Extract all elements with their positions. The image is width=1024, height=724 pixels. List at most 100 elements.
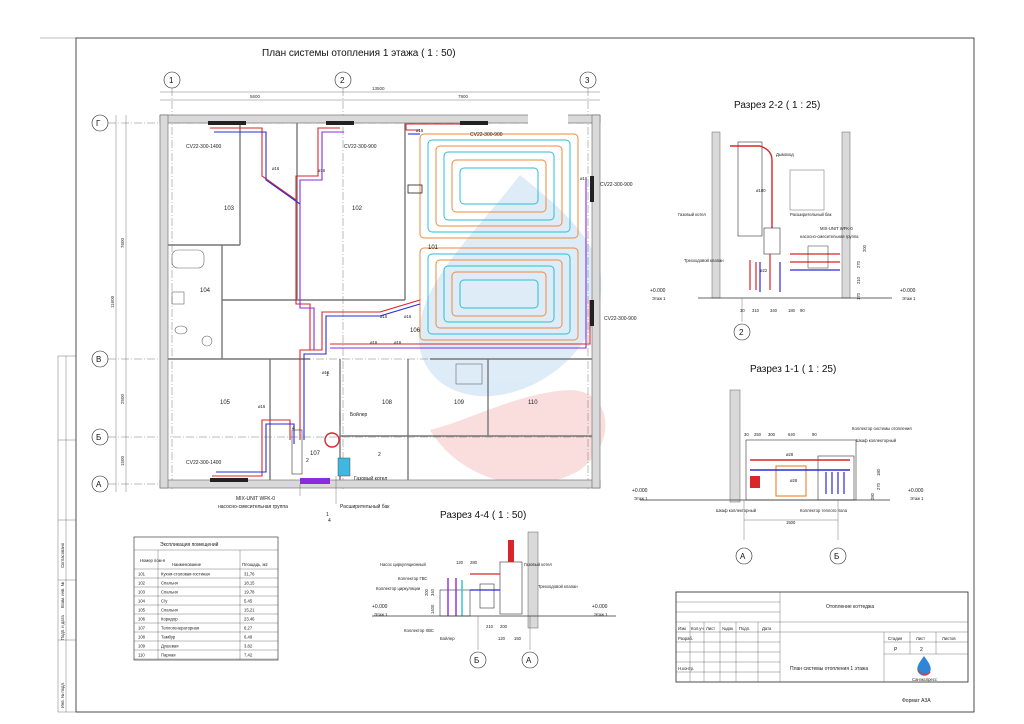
sec2-three-way: Трехходовой клапан — [684, 258, 724, 263]
pipe-label: ø16 — [404, 314, 412, 319]
stamp-developer: Разраб. — [678, 636, 693, 641]
sec1-axis-b: Б — [834, 552, 839, 561]
sec4-top-dim: 280 — [470, 560, 478, 565]
stamp-doc-name: Отопление коттеджа — [826, 604, 874, 610]
sec4-axis-a: А — [526, 656, 532, 665]
room-106: 106 — [410, 328, 421, 334]
table-cell-name: Теплогенераторная — [161, 626, 199, 631]
table-cell-num: 106 — [138, 617, 146, 622]
sec4-level-right: +0.000 — [592, 604, 608, 610]
strip-agreed: Согласовано — [60, 542, 65, 568]
sec4-level-left: +0.000 — [372, 604, 388, 610]
room-101: 101 — [428, 245, 439, 251]
sec4-bot-dim: 200 — [500, 624, 508, 629]
pipe-label: ø16 — [258, 404, 266, 409]
sec2-pipe: ø22 — [760, 268, 768, 273]
table-cell-num: 102 — [138, 581, 146, 586]
strip-sign-date: Подп. и дата — [60, 615, 65, 640]
stamp-h-list: Лист — [706, 626, 715, 631]
sec4-gas-boiler: Газовый котел — [524, 562, 552, 567]
table-cell-name: Коридор — [161, 617, 178, 622]
section-4-title: Разрез 4-4 ( 1 : 50) — [440, 510, 526, 521]
sec2-mix-sub: насосно-смесительная группа — [800, 234, 859, 239]
table-cell-name: Кухня-столовая-гостиная — [161, 572, 210, 577]
radiator-label-2: СV22-300-900 — [344, 144, 377, 150]
plan-walls — [159, 113, 601, 489]
dim-vb: 2500 — [120, 393, 125, 404]
axis-3: 3 — [585, 76, 590, 85]
sec4-collector-gvs: Коллектор ГВС — [398, 576, 427, 581]
room-105: 105 — [220, 400, 231, 406]
pipe-label: ø16 — [272, 166, 280, 171]
stamp-format: Формат А3А — [902, 698, 931, 704]
sec4-bot-dim: 150 — [514, 636, 522, 641]
stamp-sheet-label: Лист — [916, 636, 925, 641]
radiator-label-3: СV22-300-900 — [470, 132, 503, 138]
stamp-sheet-title: План системы отопления 1 этажа — [790, 666, 868, 672]
explication-col-name: Наименование — [172, 562, 202, 567]
stamp-stage: Р — [894, 647, 898, 653]
stamp-h-izm: Изм — [678, 626, 686, 631]
sec1-bottom-dim: 1500 — [786, 520, 796, 525]
pipe-label: ø16 — [322, 370, 330, 375]
radiator-label-6: СV22-300-1400 — [186, 460, 222, 466]
sec1-cabinet-bottom: Шкаф коллекторный — [716, 508, 757, 513]
cut-mark: 2 — [378, 452, 381, 458]
cut-mark: 4 — [292, 426, 295, 432]
sec2-vdim: 200 — [862, 244, 867, 252]
table-cell-area: 31,76 — [244, 572, 255, 577]
section-4-4: Разрез 4-4 ( 1 : 50) Б А Насос циркуляци… — [372, 510, 616, 669]
stamp-sheet: 2 — [920, 647, 923, 653]
callout-gas-boiler: Газовый котел — [354, 475, 387, 482]
sec4-axis-b: Б — [474, 656, 479, 665]
sec2-dim: 90 — [800, 308, 805, 313]
sec4-bot-dim: 120 — [498, 636, 506, 641]
sec1-pipe1: ø28 — [786, 452, 794, 457]
sec1-vdim: 270 — [876, 482, 881, 490]
cut-mark: 4 — [328, 518, 331, 524]
room-108: 108 — [382, 400, 393, 406]
sec2-gas-boiler: Газовый котел — [678, 212, 706, 217]
explication-col-area: Площадь, м2 — [242, 562, 268, 567]
room-104: 104 — [200, 288, 211, 294]
sec2-level-right: +0.000 — [900, 288, 916, 294]
sec1-collector-heat: Коллектор системы отопления — [852, 426, 912, 431]
explication-table: Экспликация помещений Номер пом-я Наимен… — [133, 536, 279, 661]
sec1-level-right-sub: Этаж 1 — [910, 496, 924, 501]
table-cell-name: Спальня — [161, 581, 178, 586]
callout-mix-unit: MIX-UNIT WFK-0 — [236, 496, 275, 502]
stamp-sheets-label: Листов — [942, 636, 956, 641]
callout-mix-unit-sub: насосно-смесительная группа — [218, 504, 288, 510]
sec2-dim: 30 — [740, 308, 745, 313]
strip-inv: Инв. № подл. — [60, 682, 65, 708]
section-2-2: Разрез 2-2 ( 1 : 25) 2 Дымоход Газовый к… — [650, 100, 916, 341]
table-cell-num: 104 — [138, 599, 146, 604]
table-cell-num: 101 — [138, 572, 146, 577]
sec2-level-right-sub: Этаж 1 — [902, 296, 916, 301]
table-cell-area: 18,15 — [244, 581, 255, 586]
sec1-dim: 30 — [744, 432, 749, 437]
strip-replaced: Взам. инв. № — [60, 582, 65, 608]
dim-gv: 7600 — [120, 237, 125, 248]
sec4-level-left-sub: Этаж 1 — [374, 612, 388, 617]
table-cell-name: Спальня — [161, 590, 178, 595]
room-110: 110 — [528, 400, 538, 406]
callout-expansion: Расширительный бак — [340, 503, 390, 510]
sec4-left-dim: 200 — [424, 588, 429, 596]
explication-col-num: Номер пом-я — [140, 558, 165, 563]
sec2-dim: 180 — [788, 308, 796, 313]
sec4-bot-dim: 210 — [486, 624, 494, 629]
sec2-vdim: 270 — [856, 260, 861, 268]
sec2-level-left: +0.000 — [650, 288, 666, 294]
sec1-level-left-sub: Этаж 1 — [634, 496, 648, 501]
axis-1: 1 — [169, 76, 174, 85]
sec2-axis: 2 — [739, 328, 744, 337]
section-1-1: Разрез 1-1 ( 1 : 25) А Б Коллектор систе… — [632, 364, 924, 565]
pipe-label: ø16 — [416, 128, 424, 133]
table-cell-num: 108 — [138, 635, 146, 640]
stamp-h-sign: Подп. — [739, 626, 750, 631]
room-102: 102 — [352, 206, 363, 212]
sec1-axis-a: А — [740, 552, 746, 561]
table-cell-area: 5,45 — [244, 599, 253, 604]
